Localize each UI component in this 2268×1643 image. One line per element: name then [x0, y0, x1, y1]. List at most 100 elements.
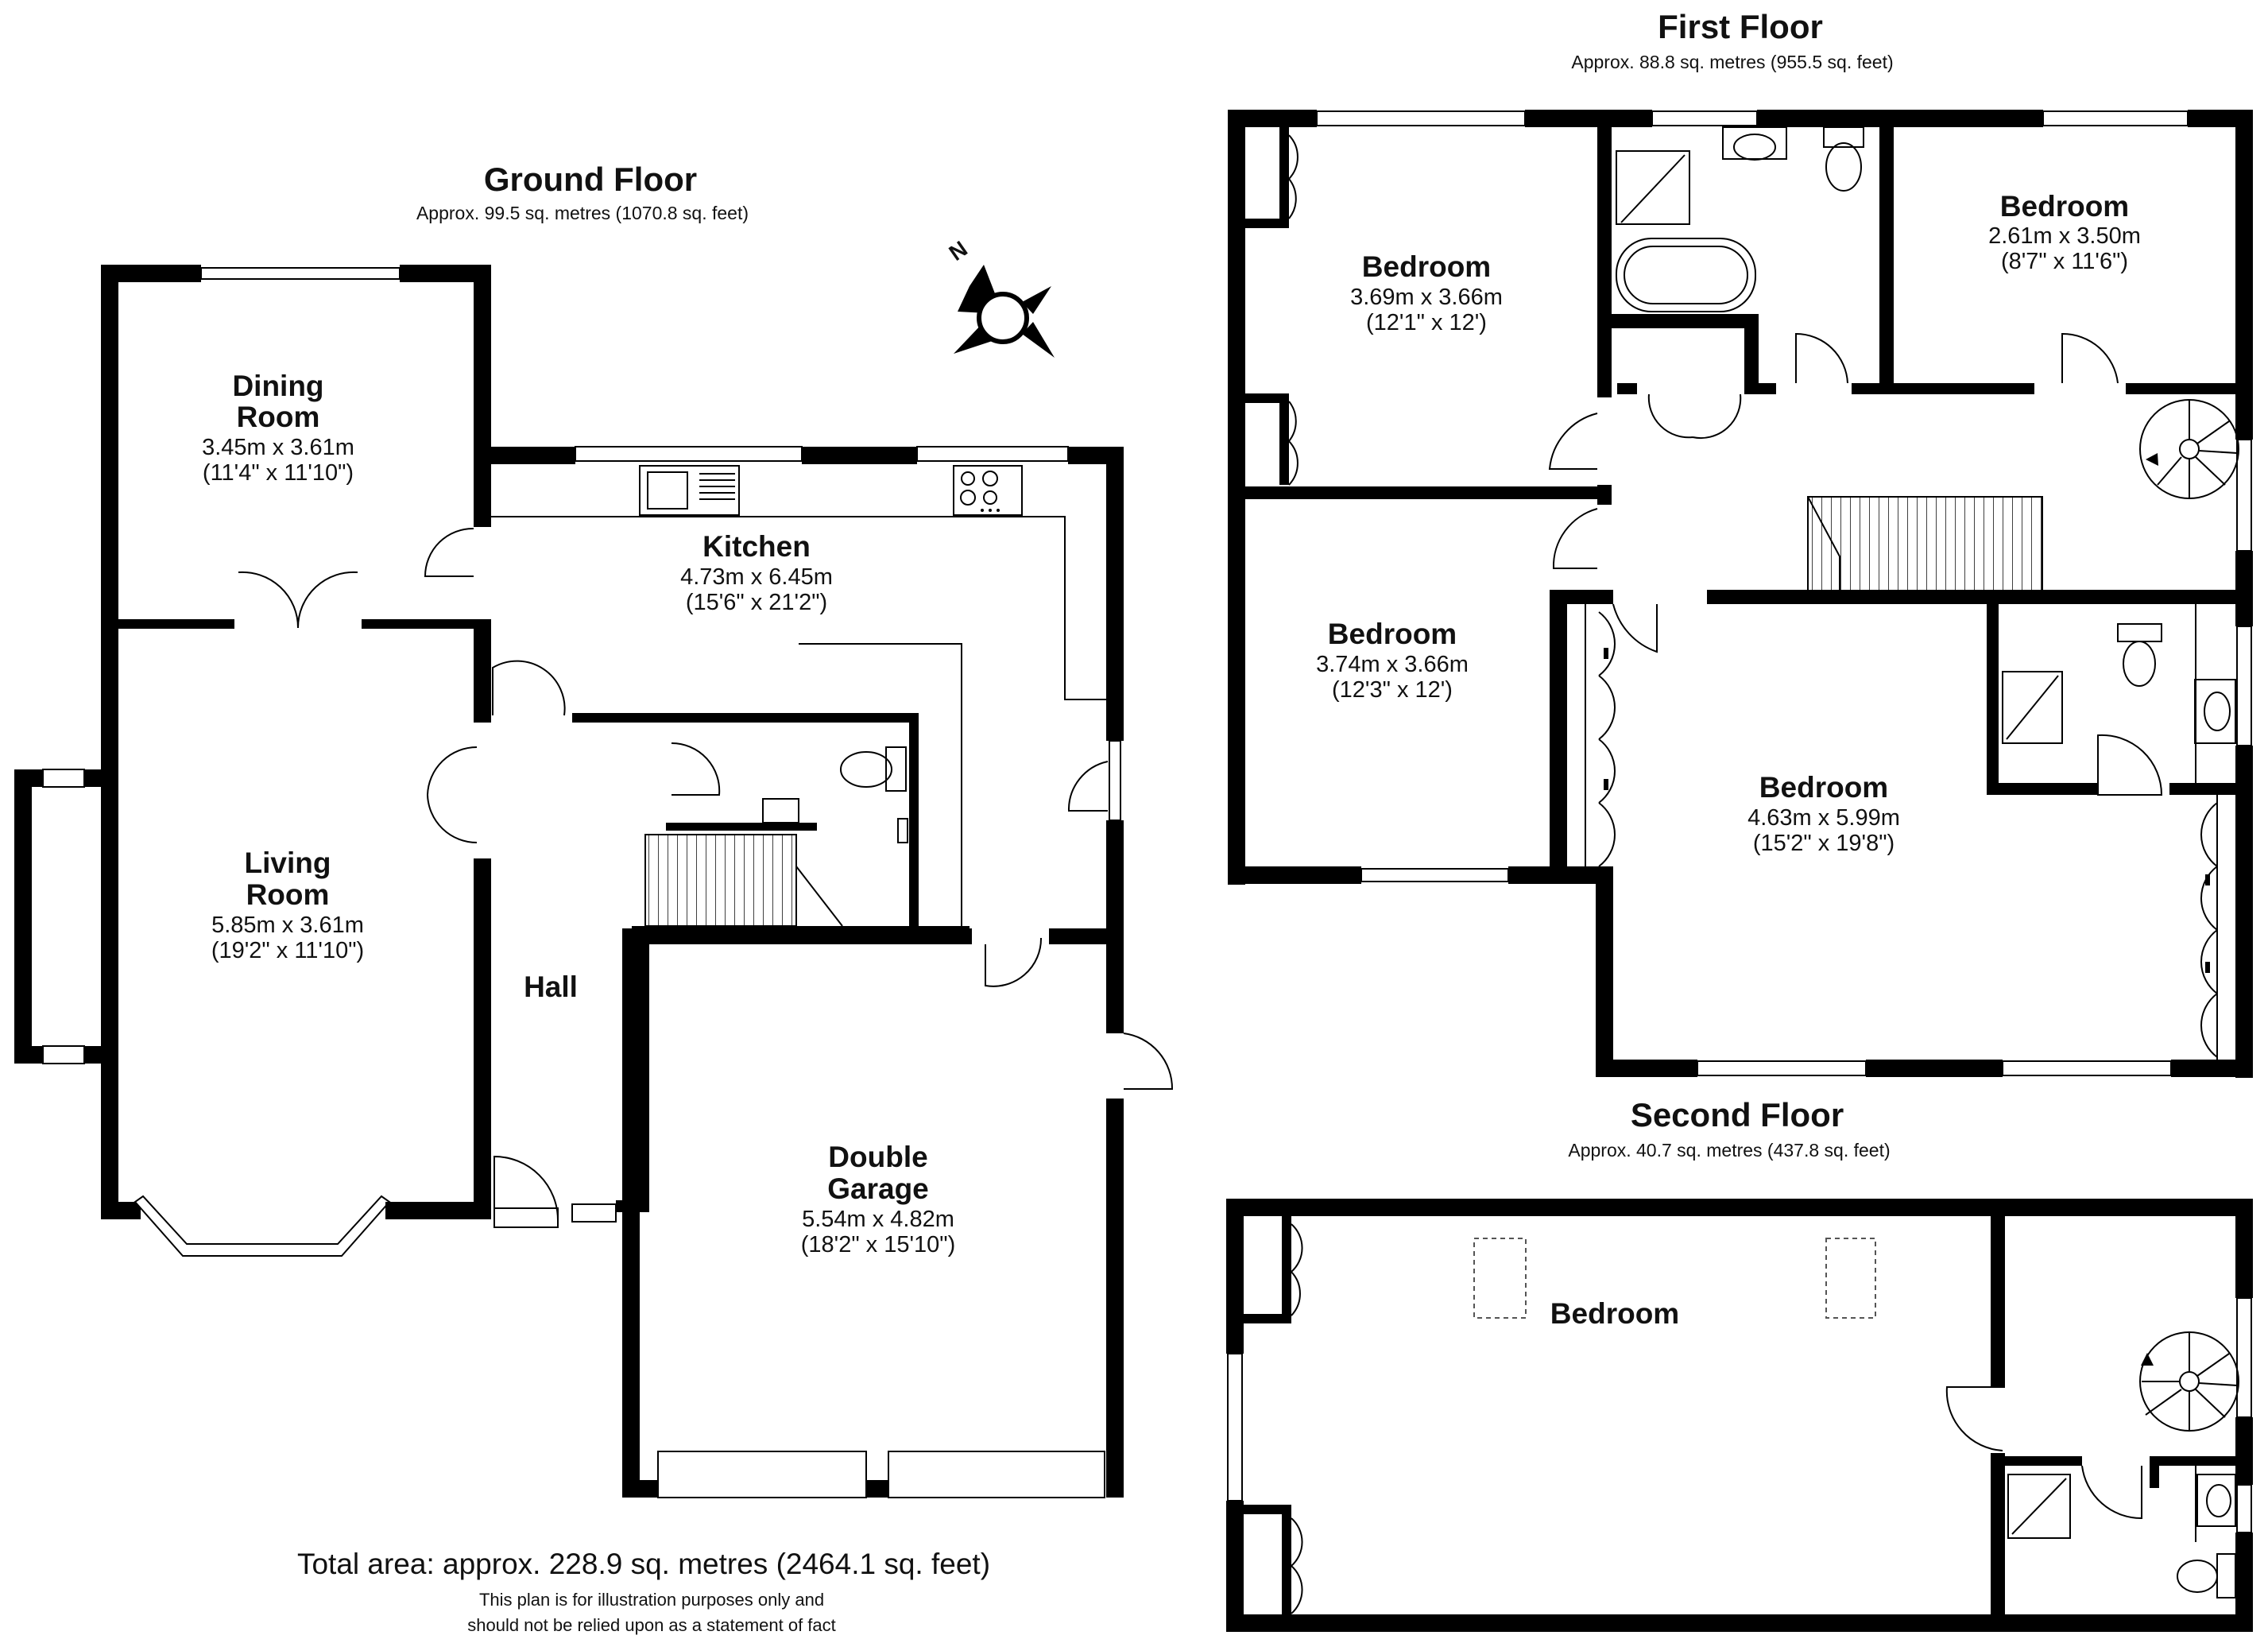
ground-floor-title: Ground Floor	[484, 161, 697, 198]
wall	[101, 619, 118, 1219]
wall	[572, 713, 919, 723]
window	[42, 1045, 85, 1064]
dining-room-dim-imperial: (11'4" x 11'10")	[203, 460, 354, 486]
door-swing	[1552, 508, 1598, 569]
door-swing	[2061, 332, 2119, 384]
bedroom1-dim: 3.69m x 3.66m	[1350, 285, 1503, 310]
kitchen-dim-imperial: (15'6" x 21'2")	[686, 590, 827, 615]
wall	[1279, 393, 1289, 485]
door-swing	[1067, 761, 1109, 812]
wall	[1596, 866, 1613, 1077]
wall	[1987, 600, 1999, 795]
wall	[474, 265, 491, 527]
garage-name-2: Garage	[827, 1172, 929, 1205]
hob-icon	[953, 465, 1023, 516]
window	[2042, 110, 2189, 126]
window	[1360, 868, 1509, 882]
first-floor-area: Approx. 88.8 sq. metres (955.5 sq. feet)	[1571, 52, 1893, 72]
wall	[1991, 1453, 2005, 1616]
wall	[84, 769, 118, 787]
front-door	[493, 1155, 559, 1221]
garage-door	[888, 1451, 1105, 1498]
wall	[1282, 1505, 1291, 1616]
wall	[1282, 1216, 1291, 1323]
living-room-dim-imperial: (19'2" x 11'10")	[211, 938, 364, 963]
wall	[1228, 110, 1317, 127]
toilet-icon	[1823, 126, 1864, 192]
wall	[1228, 866, 1361, 884]
bay-window	[134, 1195, 391, 1257]
door-swing	[1945, 1386, 2005, 1451]
wall	[2235, 551, 2253, 626]
door-swing	[1123, 1033, 1174, 1090]
door-swing	[2097, 734, 2163, 796]
wall	[2235, 1199, 2253, 1298]
wall	[1525, 110, 1652, 127]
wall	[2235, 1417, 2253, 1485]
second-floor-title: Second Floor	[1631, 1096, 1844, 1133]
wall	[474, 1200, 491, 1216]
ground-floor-plan: Ground Floor Approx. 99.5 sq. metres (10…	[14, 161, 1174, 1498]
toilet-icon	[2117, 623, 2162, 687]
door-swing	[1548, 413, 1598, 470]
wall	[1228, 486, 1597, 499]
wall	[1244, 1505, 1291, 1514]
wall	[2126, 383, 2253, 394]
wall	[1852, 383, 2034, 394]
door-swing	[1612, 603, 1658, 653]
wall	[14, 769, 43, 787]
living-room-name: Living	[245, 847, 331, 879]
garage-dim: 5.54m x 4.82m	[802, 1207, 954, 1232]
wall	[362, 619, 474, 629]
shower-icon	[2002, 671, 2063, 744]
bedroom4-dim: 4.63m x 5.99m	[1747, 805, 1900, 831]
wall	[14, 1046, 43, 1064]
sink-icon	[639, 465, 740, 516]
wall	[802, 447, 917, 464]
window	[200, 267, 401, 280]
wall	[2235, 110, 2253, 440]
wall	[1245, 393, 1289, 403]
shower-icon	[2007, 1474, 2071, 1539]
wall	[1744, 314, 1759, 393]
wall	[2171, 1060, 2253, 1077]
wall	[1106, 1017, 1124, 1033]
window	[1227, 1353, 1243, 1502]
window	[42, 769, 85, 788]
disclaimer-line-2: should not be relied upon as a statement…	[467, 1615, 836, 1635]
double-door	[427, 746, 478, 843]
bedroom2-dim: 2.61m x 3.50m	[1988, 223, 2141, 249]
staircase-icon	[644, 834, 843, 927]
bedroom2-dim-imperial: (8'7" x 11'6")	[2001, 249, 2128, 274]
spiral-stair-icon	[2139, 399, 2239, 499]
wall	[84, 1046, 118, 1064]
spiral-stair-icon	[2139, 1331, 2239, 1432]
wall	[1106, 447, 1124, 741]
wall	[1244, 1314, 1291, 1323]
wardrobe-door	[1598, 611, 1616, 867]
wall	[1106, 820, 1124, 1021]
door-swing	[492, 660, 566, 716]
window	[1697, 1060, 1867, 1076]
double-door	[1647, 393, 1742, 440]
window	[2236, 626, 2252, 746]
loft-bedroom-name: Bedroom	[1550, 1297, 1679, 1330]
bedroom4-dim-imperial: (15'2" x 19'8")	[1753, 831, 1895, 856]
wardrobe-door	[2200, 802, 2218, 1058]
second-floor-plan: Second Floor Approx. 40.7 sq. metres (43…	[1226, 1096, 2253, 1632]
dining-room-name-2: Room	[237, 401, 320, 433]
wall	[2188, 110, 2235, 127]
window	[2236, 439, 2252, 552]
staircase-icon	[1807, 496, 2043, 597]
hall-name: Hall	[524, 971, 578, 1003]
toilet-icon	[2177, 1553, 2236, 1598]
wall	[118, 619, 234, 629]
window	[1651, 110, 1758, 126]
total-area: Total area: approx. 228.9 sq. metres (24…	[297, 1548, 990, 1580]
wall	[1596, 1060, 1697, 1077]
window	[2236, 1484, 2252, 1533]
wall	[1550, 590, 1613, 604]
sink-icon	[2194, 679, 2236, 744]
first-floor-title: First Floor	[1658, 8, 1823, 45]
kitchen-dim: 4.73m x 6.45m	[680, 564, 833, 590]
